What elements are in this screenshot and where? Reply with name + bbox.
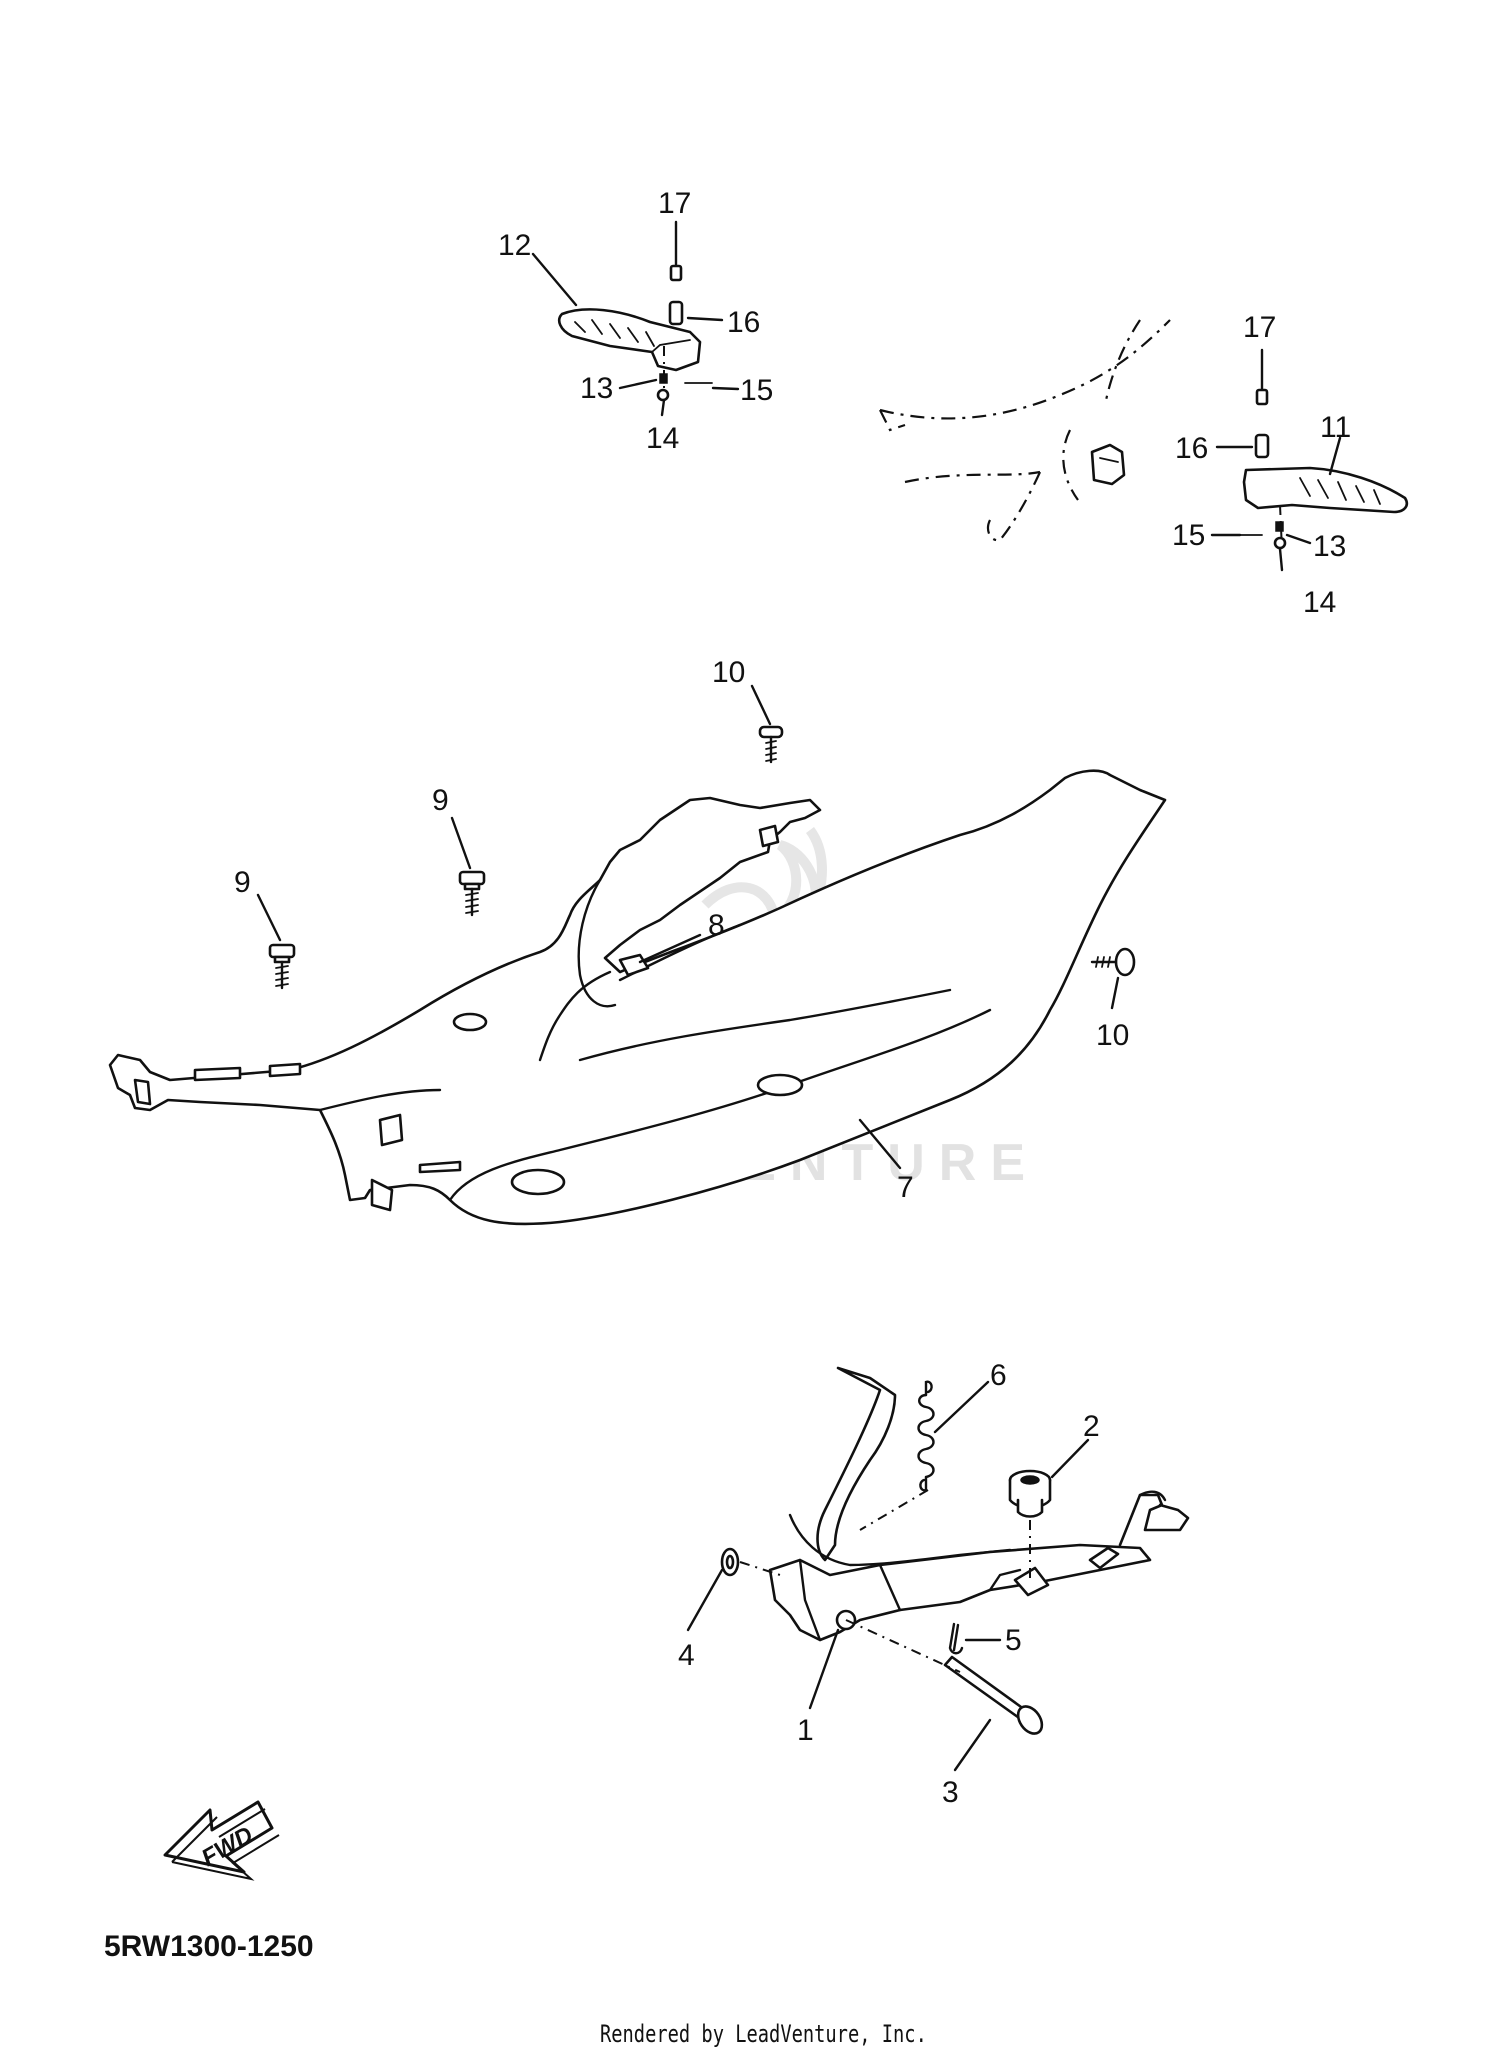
callout-9: 9 — [432, 784, 449, 817]
callout-17: 17 — [1243, 311, 1276, 344]
callout-11: 11 — [1320, 411, 1351, 444]
collar-16-right — [1254, 433, 1270, 459]
bolt-17-left — [669, 220, 683, 282]
callout-6: 6 — [990, 1359, 1007, 1392]
stopper-2 — [1008, 1469, 1052, 1518]
callout-2: 2 — [1083, 1410, 1100, 1443]
callout-15: 15 — [740, 374, 773, 407]
callout-10: 10 — [1096, 1019, 1129, 1052]
collar-16-left — [668, 300, 684, 326]
spring-6 — [917, 1380, 935, 1492]
diagram-part-code: 5RW1300-1250 — [104, 1930, 314, 1963]
footrest-11 — [1242, 466, 1409, 514]
pin-14-right — [1273, 536, 1287, 550]
callout-7: 7 — [897, 1171, 914, 1204]
callout-14: 14 — [646, 422, 679, 455]
callout-3: 3 — [942, 1776, 959, 1809]
pivot-bolt-3 — [943, 1655, 1044, 1735]
callout-5: 5 — [1005, 1624, 1022, 1657]
callout-12: 12 — [498, 229, 531, 262]
washer-13-right — [1275, 521, 1284, 532]
screw-10-right — [1090, 947, 1136, 977]
side-stand-assembly — [720, 1366, 1190, 1735]
callout-10: 10 — [712, 656, 745, 689]
callout-13: 13 — [1313, 530, 1346, 563]
cotter-pin-5 — [948, 1622, 964, 1655]
callout-14: 14 — [1303, 586, 1336, 619]
callout-13: 13 — [580, 372, 613, 405]
callout-17: 17 — [658, 187, 691, 220]
footrest-left-assembly: 17 12 16 13 15 14 — [498, 187, 773, 455]
callout-1: 1 — [797, 1714, 814, 1747]
callout-16: 16 — [1175, 432, 1208, 465]
callout-15: 15 — [1172, 519, 1205, 552]
screw-10-top — [758, 725, 784, 764]
render-credit: Rendered by LeadVenture, Inc. — [600, 2020, 927, 2048]
callout-8: 8 — [708, 909, 725, 942]
callout-9: 9 — [234, 866, 251, 899]
bolt-9-upper — [458, 870, 486, 917]
bolt-9-left — [268, 943, 296, 990]
callout-16: 16 — [727, 306, 760, 339]
washer-13-left — [659, 373, 668, 384]
callout-4: 4 — [678, 1639, 695, 1672]
clip-8 — [618, 953, 650, 977]
side-cover-7 — [108, 769, 1167, 1226]
fwd-arrow-icon: FWD — [163, 1800, 280, 1881]
frame-reference-sketch — [879, 319, 1171, 542]
pin-14-left — [656, 388, 670, 402]
footrest-right-assembly: 17 11 16 15 13 14 — [1172, 311, 1409, 619]
